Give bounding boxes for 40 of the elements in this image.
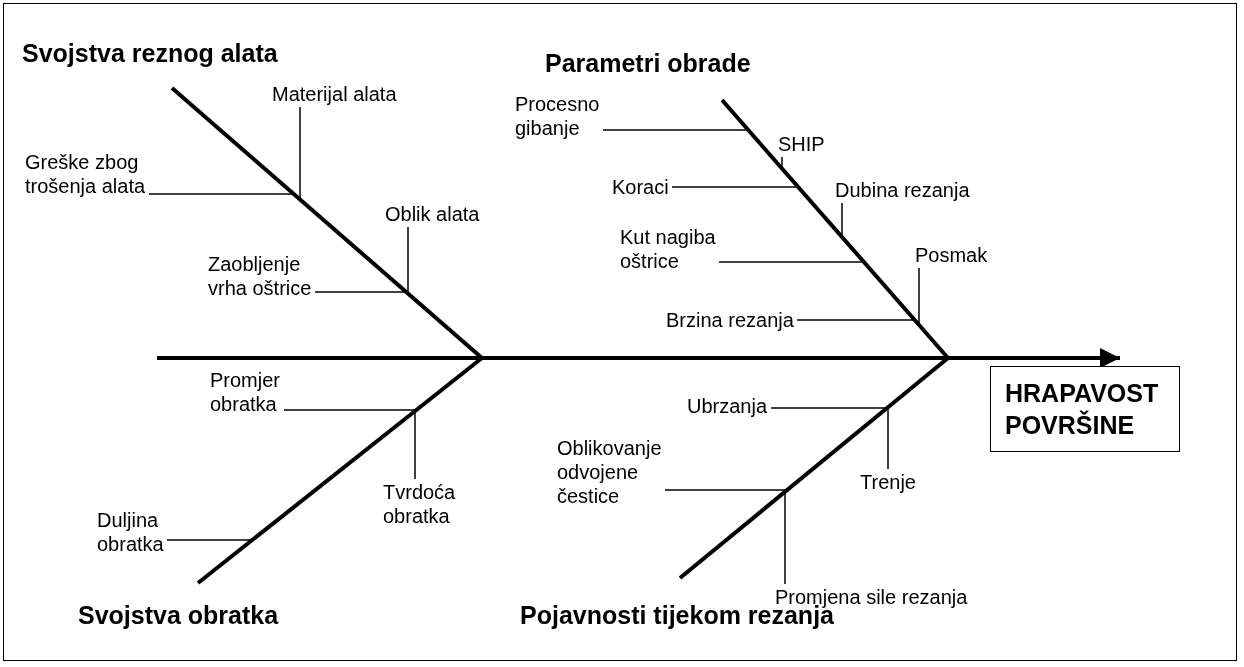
- cause-line: [770, 407, 888, 409]
- cause-label: Posmak: [915, 243, 989, 267]
- cause-label: Duljina obratka: [97, 508, 165, 556]
- spine-arrow: [157, 348, 1120, 368]
- cause-label: Promjer obratka: [210, 368, 282, 416]
- cause-line: [784, 491, 786, 585]
- cause-label: Koraci: [612, 175, 670, 199]
- cause-line: [887, 406, 889, 470]
- cause-line: [918, 267, 920, 326]
- cause-line: [841, 202, 843, 238]
- cause-label: Ubrzanja: [687, 394, 769, 418]
- cause-line: [671, 186, 799, 188]
- cause-line: [148, 193, 295, 195]
- category-label: Parametri obrade: [545, 48, 751, 78]
- cause-label: Kut nagiba oštrice: [620, 225, 717, 273]
- cause-line: [166, 539, 254, 541]
- cause-line: [299, 106, 301, 201]
- cause-label: Brzina rezanja: [666, 308, 795, 332]
- cause-line: [407, 226, 409, 295]
- cause-label: SHIP: [778, 132, 826, 156]
- cause-line: [283, 409, 418, 411]
- cause-label: Oblikovanje odvojene čestice: [557, 436, 663, 508]
- cause-line: [414, 410, 416, 480]
- category-label: Svojstva obratka: [78, 600, 279, 630]
- cause-label: Greške zbog trošenja alata: [25, 150, 147, 198]
- cause-label: Trenje: [860, 470, 917, 494]
- cause-line: [602, 129, 750, 131]
- cause-line: [314, 291, 407, 293]
- cause-line: [718, 261, 865, 263]
- cause-label: Materijal alata: [272, 82, 398, 106]
- cause-label: Zaobljenje vrha oštrice: [208, 252, 313, 300]
- category-label: Svojstva reznog alata: [22, 38, 278, 68]
- cause-line: [664, 489, 788, 491]
- cause-line: [781, 156, 783, 170]
- effect-box: HRAPAVOST POVRŠINE: [990, 366, 1180, 452]
- cause-label: Tvrdoća obratka: [383, 480, 457, 528]
- cause-label: Procesno gibanje: [515, 92, 601, 140]
- cause-label: Oblik alata: [385, 202, 481, 226]
- cause-line: [796, 319, 916, 321]
- cause-label: Dubina rezanja: [835, 178, 971, 202]
